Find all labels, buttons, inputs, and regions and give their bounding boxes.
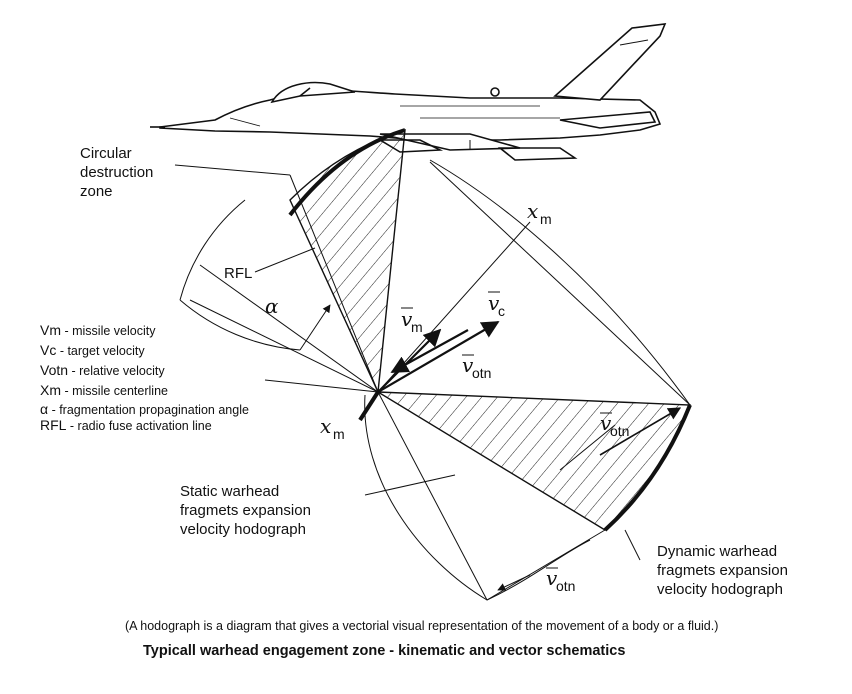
rfl-leader: [254, 247, 316, 273]
votn-right-symbol: v: [600, 411, 612, 435]
static-hodograph-outer-arc: [429, 159, 691, 406]
votn-right-subscript: otn: [610, 423, 629, 439]
xm-bottom-symbol: x: [320, 414, 331, 438]
legend-item: α - fragmentation propagination angle: [40, 401, 249, 417]
legend-item: Xm - missile centerline: [40, 382, 168, 398]
static-hodograph-label-3: velocity hodograph: [180, 521, 306, 538]
votn-bottom-symbol: v: [546, 566, 558, 590]
legend-item: Votn - relative velocity: [40, 362, 165, 378]
lower-dynamic-fan: [377, 391, 692, 531]
votn-mid-symbol: v: [462, 353, 474, 377]
lower-dynamic-arc: [603, 404, 692, 532]
dynamic-hodograph-label-3: velocity hodograph: [657, 581, 783, 598]
rfl-label: RFL: [224, 265, 252, 282]
alpha-label: α: [265, 294, 279, 318]
legend-item: Vc - target velocity: [40, 342, 145, 358]
votn-bottom-arrow: [497, 574, 531, 591]
figure-caption: Typicall warhead engagement zone - kinem…: [143, 643, 625, 659]
dynamic-hodograph-label-1: Dynamic warhead: [657, 543, 777, 560]
votn-bottom-subscript: otn: [556, 578, 575, 594]
votn-mid-subscript: otn: [472, 365, 491, 381]
lower-outer-arc: [364, 394, 591, 601]
circular-zone-label-3: zone: [80, 183, 113, 200]
vc-subscript: c: [498, 303, 505, 319]
static-hodograph-arc: [179, 199, 301, 351]
vm-subscript: m: [411, 319, 423, 335]
legend-item: Vm - missile velocity: [40, 322, 156, 338]
vm-symbol: v: [401, 307, 413, 331]
velocity-vectors: [358, 321, 500, 422]
xm-top-symbol: x: [527, 199, 538, 223]
votn-right-arrow: [599, 407, 682, 456]
vc-symbol: v: [488, 291, 500, 315]
fighter-jet-icon: [150, 23, 667, 161]
hodograph-note: (A hodograph is a diagram that gives a v…: [125, 619, 718, 633]
circular-zone-label-1: Circular: [80, 145, 132, 162]
legend-item: RFL - radio fuse activation line: [40, 417, 212, 433]
upper-destruction-fan: [289, 129, 406, 395]
dynamic-hodograph-label-2: fragmets expansion: [657, 562, 788, 579]
upper-destruction-arc: [288, 128, 406, 217]
static-hodograph-label-2: fragmets expansion: [180, 502, 311, 519]
legend: Vm - missile velocity Vc - target veloci…: [40, 322, 249, 433]
circular-zone-label-2: destruction: [80, 164, 153, 181]
xm-top-subscript: m: [540, 211, 552, 227]
alpha-arc: [299, 304, 331, 351]
static-hodograph-label-1: Static warhead: [180, 483, 279, 500]
xm-bottom-subscript: m: [333, 426, 345, 442]
